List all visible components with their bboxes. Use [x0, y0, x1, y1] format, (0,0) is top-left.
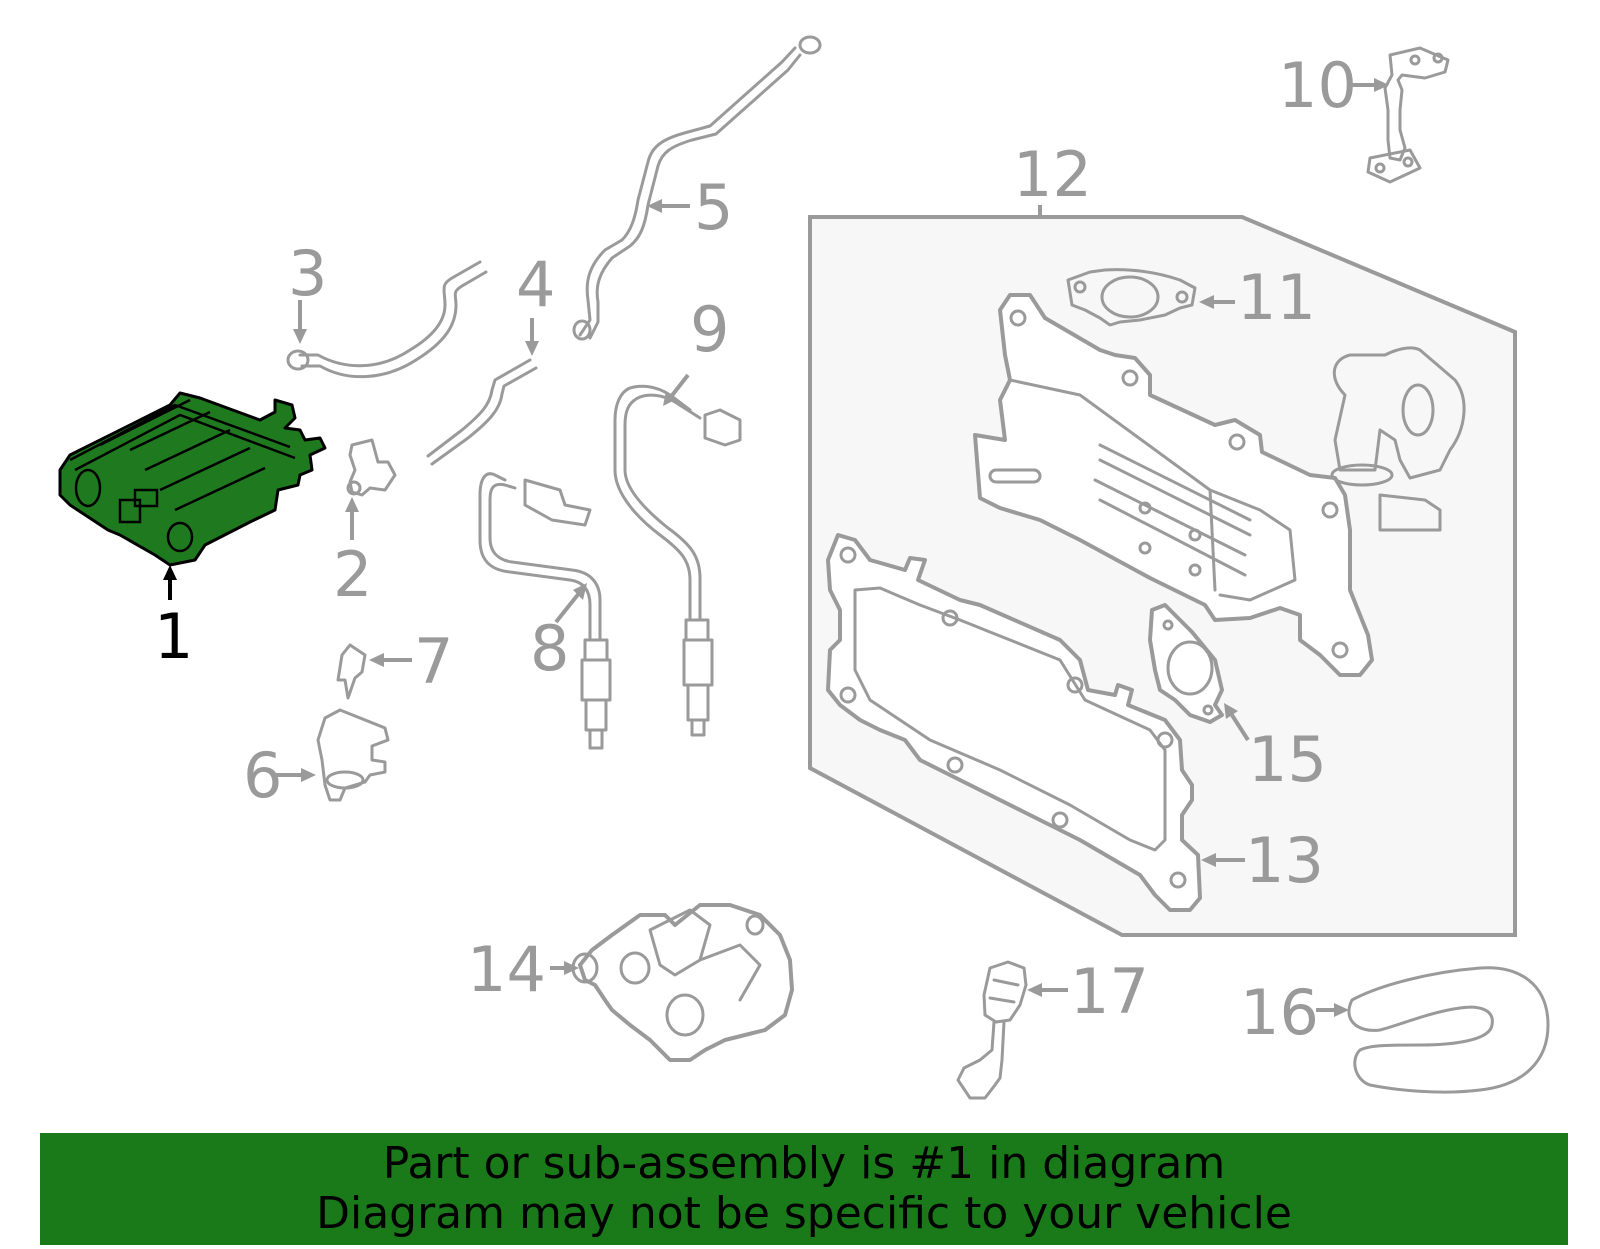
part-5-tube[interactable] — [572, 35, 822, 341]
callout-8[interactable]: 8 — [530, 612, 569, 685]
callout-7[interactable]: 7 — [414, 625, 453, 698]
part-12-egr-cooler[interactable] — [973, 293, 1466, 677]
part-8-oxygen-sensor[interactable] — [478, 472, 612, 750]
callout-15[interactable]: 15 — [1248, 723, 1327, 796]
callout-6[interactable]: 6 — [243, 739, 282, 812]
part-3-hose[interactable] — [286, 260, 488, 379]
part-16-hose[interactable] — [1347, 966, 1550, 1094]
callout-4[interactable]: 4 — [516, 248, 555, 321]
arrowhead-1 — [163, 565, 177, 580]
part-4-hose[interactable] — [426, 358, 538, 466]
part-7-bracket[interactable] — [336, 643, 367, 700]
part-11-gasket[interactable] — [1066, 268, 1197, 327]
callout-10[interactable]: 10 — [1278, 49, 1357, 122]
callout-11[interactable]: 11 — [1237, 261, 1316, 334]
part-10-pipe[interactable] — [1366, 46, 1450, 184]
part-9-oxygen-sensor[interactable] — [613, 384, 742, 737]
callout-17[interactable]: 17 — [1070, 955, 1149, 1028]
callout-1[interactable]: 1 — [154, 600, 193, 673]
callout-16[interactable]: 16 — [1240, 976, 1319, 1049]
part-14-egr-valve[interactable] — [571, 903, 794, 1062]
part-6-solenoid[interactable] — [316, 708, 390, 802]
callout-13[interactable]: 13 — [1245, 824, 1324, 897]
callout-5[interactable]: 5 — [694, 171, 733, 244]
callout-12[interactable]: 12 — [1013, 138, 1092, 211]
banner-line-1: Part or sub-assembly is #1 in diagram — [382, 1138, 1226, 1189]
callout-14[interactable]: 14 — [467, 933, 546, 1006]
info-banner: Part or sub-assembly is #1 in diagram Di… — [40, 1133, 1568, 1245]
callout-9[interactable]: 9 — [690, 293, 729, 366]
banner-line-2: Diagram may not be specific to your vehi… — [316, 1188, 1292, 1239]
part-17-sensor[interactable] — [956, 960, 1028, 1100]
part-2-valve[interactable] — [346, 438, 397, 497]
callout-3[interactable]: 3 — [288, 237, 327, 310]
part-13-gasket[interactable] — [826, 533, 1202, 912]
part-15-gasket[interactable] — [1148, 603, 1224, 724]
callout-2[interactable]: 2 — [333, 538, 372, 611]
part-1-canister[interactable] — [58, 391, 327, 567]
